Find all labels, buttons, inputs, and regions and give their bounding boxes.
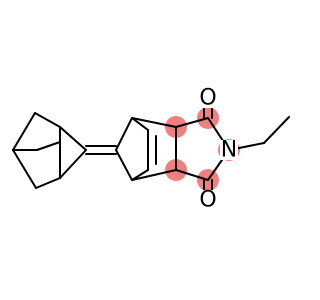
atom-label-nitrogen: N bbox=[221, 138, 237, 163]
atom-label-oxygen-bottom: O bbox=[199, 188, 216, 213]
bicyclic-core bbox=[115, 117, 177, 181]
molecule-canvas: O N O bbox=[12, 85, 290, 213]
atom-label-oxygen-top: O bbox=[199, 86, 216, 111]
structure-diagram: O N O bbox=[12, 86, 290, 213]
atom-labels: O N O bbox=[199, 86, 238, 213]
exocyclic-double-bond bbox=[85, 145, 117, 155]
adamantane-cage bbox=[12, 112, 87, 189]
